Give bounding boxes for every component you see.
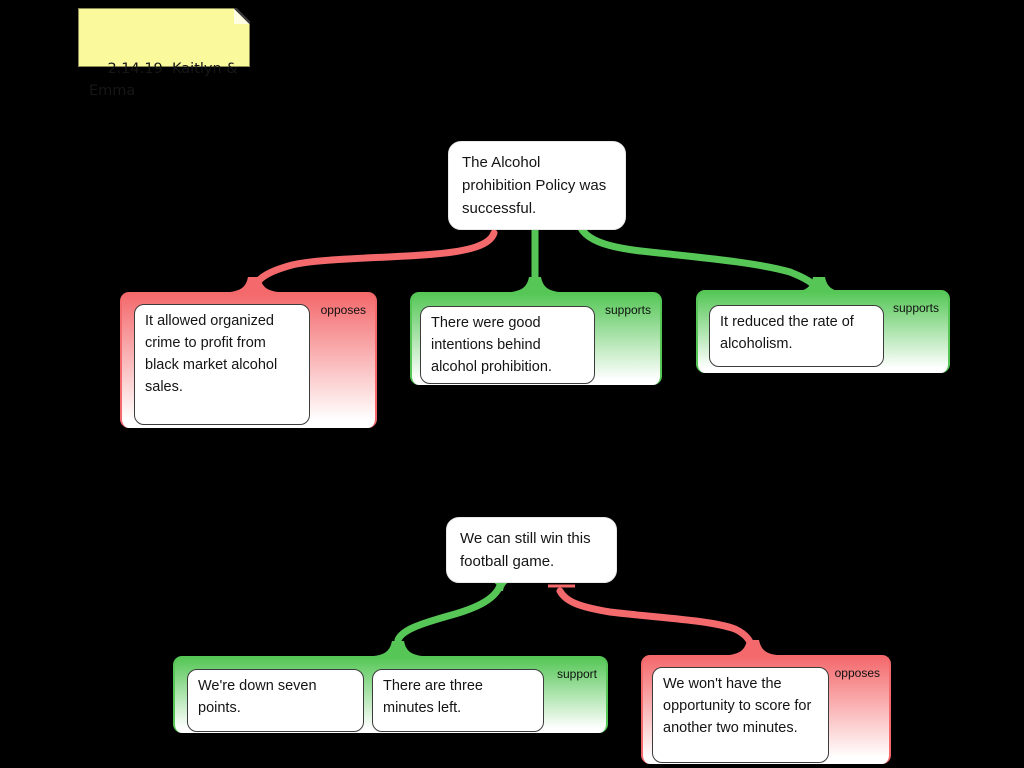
- reason-group-supports-1[interactable]: supports There were good intentions behi…: [410, 292, 662, 385]
- statement-box[interactable]: We won't have the opportunity to score f…: [652, 667, 829, 763]
- statement-text: It allowed organized crime to profit fro…: [145, 313, 278, 395]
- statement-text: We won't have the opportunity to score f…: [663, 676, 812, 736]
- claim-text: The Alcohol prohibition Policy was succe…: [462, 154, 607, 217]
- statement-box[interactable]: It allowed organized crime to profit fro…: [134, 304, 310, 425]
- relation-label: supports: [604, 303, 651, 317]
- reason-group-supports-2[interactable]: supports It reduced the rate of alcoholi…: [696, 290, 950, 373]
- connector-support-bottom: [394, 578, 505, 656]
- claim-box-prohibition[interactable]: The Alcohol prohibition Policy was succe…: [448, 141, 626, 230]
- reason-group-opposes-1[interactable]: opposes It allowed organized crime to pr…: [120, 292, 377, 428]
- statement-box[interactable]: It reduced the rate of alcoholism.: [709, 305, 884, 367]
- reason-group-support-2[interactable]: support We're down seven points. There a…: [173, 656, 608, 733]
- statement-text: There are three minutes left.: [383, 678, 483, 716]
- statement-text: We're down seven points.: [198, 678, 317, 716]
- statement-box[interactable]: We're down seven points.: [187, 669, 364, 732]
- note-fold-corner: [234, 8, 250, 24]
- relation-label: supports: [892, 301, 939, 315]
- reason-group-opposes-2[interactable]: opposes We won't have the opportunity to…: [641, 655, 891, 764]
- statement-text: There were good intentions behind alcoho…: [431, 315, 552, 375]
- relation-label: support: [556, 667, 597, 681]
- statement-text: It reduced the rate of alcoholism.: [720, 314, 854, 352]
- connector-opposes-bottom: [556, 587, 757, 657]
- relation-label: opposes: [834, 666, 880, 680]
- statement-box[interactable]: There were good intentions behind alcoho…: [420, 306, 595, 384]
- statement-box[interactable]: There are three minutes left.: [372, 669, 544, 732]
- note-text: 2.14.19 Kaitlyn & Emma: [89, 61, 243, 99]
- relation-label: opposes: [320, 303, 366, 317]
- claim-text: We can still win this football game.: [460, 530, 591, 570]
- claim-box-football[interactable]: We can still win this football game.: [446, 517, 617, 583]
- sticky-note[interactable]: 2.14.19 Kaitlyn & Emma: [78, 8, 250, 99]
- connector-opposes-left: [250, 229, 498, 294]
